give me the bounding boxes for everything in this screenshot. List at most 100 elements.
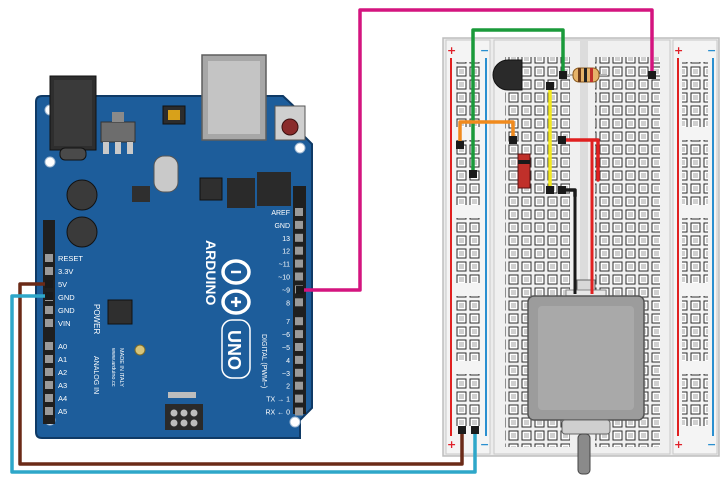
left-rail-minus-sign-bottom: − — [480, 438, 489, 451]
analog-pin-hole[interactable] — [45, 368, 53, 376]
digital-pin-hole[interactable] — [295, 246, 303, 255]
wire-end-cap — [471, 426, 479, 434]
power-pin-label: VIN — [58, 319, 71, 328]
website-text: www.arduino.cc — [110, 347, 116, 387]
uno-badge — [221, 319, 251, 379]
wire-end-cap — [45, 292, 53, 300]
analog-pin-hole[interactable] — [45, 381, 53, 389]
power-pin-label: GND — [58, 293, 75, 302]
wire-end-cap — [558, 136, 566, 144]
digital-pin-holes — [295, 208, 303, 416]
transistor-gate-wire — [471, 28, 565, 176]
transistor — [492, 59, 523, 91]
digital-pin-hole[interactable] — [295, 317, 303, 326]
power-header-label: POWER — [92, 304, 101, 334]
digital-pin-label: GND — [274, 223, 290, 230]
digital-pin-hole[interactable] — [295, 343, 303, 351]
digital-pin-hole[interactable] — [295, 220, 303, 229]
test-pad — [134, 344, 146, 356]
crystal-oscillator — [153, 155, 179, 193]
power-pin-hole[interactable] — [45, 267, 53, 275]
center-channel — [580, 40, 588, 454]
dc-power-jack — [49, 75, 97, 161]
analog-pin-hole[interactable] — [45, 394, 53, 402]
digital-pin-label: 2 — [286, 384, 290, 391]
motor-negative-wire — [560, 188, 577, 198]
power-pin-label: RESET — [58, 254, 83, 263]
capacitor — [66, 216, 98, 248]
digital-pin-hole[interactable] — [295, 330, 303, 339]
rail-holes — [455, 62, 708, 426]
analog-pin-hole[interactable] — [45, 355, 53, 363]
wire-end-cap — [648, 71, 656, 79]
digital-pin-label: 7 — [286, 319, 290, 326]
right-rail-plus-sign-bottom: + — [674, 438, 683, 451]
digital-pin-hole[interactable] — [295, 355, 303, 364]
power-pin-label: GND — [58, 306, 75, 315]
left-rail-plus-sign: + — [447, 44, 456, 57]
arduino-logo — [221, 259, 251, 315]
wire-end-cap — [458, 426, 466, 434]
digital-pin-label: TX → 1 — [266, 397, 290, 404]
power-pin-hole[interactable] — [45, 306, 53, 314]
digital-pin-label: ~9 — [282, 287, 290, 294]
pin9-wire — [298, 8, 654, 292]
atmega-chip — [107, 299, 133, 325]
power-pin-hole[interactable] — [45, 254, 53, 262]
digital-pin-hole[interactable] — [295, 368, 303, 377]
digital-pin-hole[interactable] — [295, 298, 303, 307]
mounting-hole — [44, 156, 56, 168]
analog-pin-label: A3 — [58, 381, 67, 390]
dc-motor — [527, 140, 645, 475]
power-pin-label: 3.3V — [58, 267, 73, 276]
mounting-hole — [294, 142, 306, 154]
wire-end-cap — [296, 286, 304, 294]
motor-positive-wire — [560, 138, 600, 182]
analog-pin-label: A0 — [58, 342, 67, 351]
digital-header-label: DIGITAL (PWM~) — [260, 334, 267, 388]
breadboard: + − + − + − + − — [442, 37, 720, 457]
resistor — [566, 67, 607, 83]
wire-end-cap — [469, 170, 477, 178]
digital-pin-label: RX ← 0 — [265, 410, 290, 417]
wires — [10, 8, 656, 474]
digital-pin-hole[interactable] — [295, 272, 303, 281]
wire-end-cap — [45, 280, 53, 288]
made-in-text: MADE IN ITALY — [118, 348, 124, 387]
digital-pin-label: ~11 — [279, 262, 290, 269]
analog-pin-hole[interactable] — [45, 342, 53, 350]
capacitor — [66, 179, 98, 211]
wire-end-cap — [546, 186, 554, 194]
analog-pin-hole[interactable] — [45, 407, 53, 415]
icsp-header-usb — [227, 172, 291, 208]
digital-pin-hole[interactable] — [295, 407, 303, 416]
ground-wire — [10, 294, 477, 474]
wire-end-cap — [509, 136, 517, 144]
wire-end-cap — [558, 186, 566, 194]
inductor-core — [168, 110, 180, 120]
wire-end-cap — [456, 141, 464, 149]
wire-end-cap — [546, 82, 554, 90]
right-rail-plus-sign: + — [674, 44, 683, 57]
digital-pin-hole[interactable] — [295, 381, 303, 390]
digital-pin-hole[interactable] — [295, 208, 303, 216]
digital-pin-label: 13 — [282, 236, 290, 243]
reset-button[interactable] — [274, 105, 306, 141]
analog-pin-label: A5 — [58, 407, 67, 416]
digital-pin-hole[interactable] — [295, 394, 303, 403]
icsp-header-main[interactable] — [165, 404, 203, 430]
voltage-regulator — [100, 112, 136, 154]
small-ic — [132, 186, 150, 202]
digital-pin-hole[interactable] — [295, 233, 303, 242]
wire-end-cap — [559, 71, 567, 79]
power-pin-hole[interactable] — [45, 319, 53, 327]
left-rail-plus-sign-bottom: + — [447, 438, 456, 451]
right-rail-minus-sign-bottom: − — [707, 438, 716, 451]
wire-end-caps — [45, 71, 656, 434]
diode — [517, 153, 531, 189]
digital-pin-hole[interactable] — [295, 259, 303, 268]
